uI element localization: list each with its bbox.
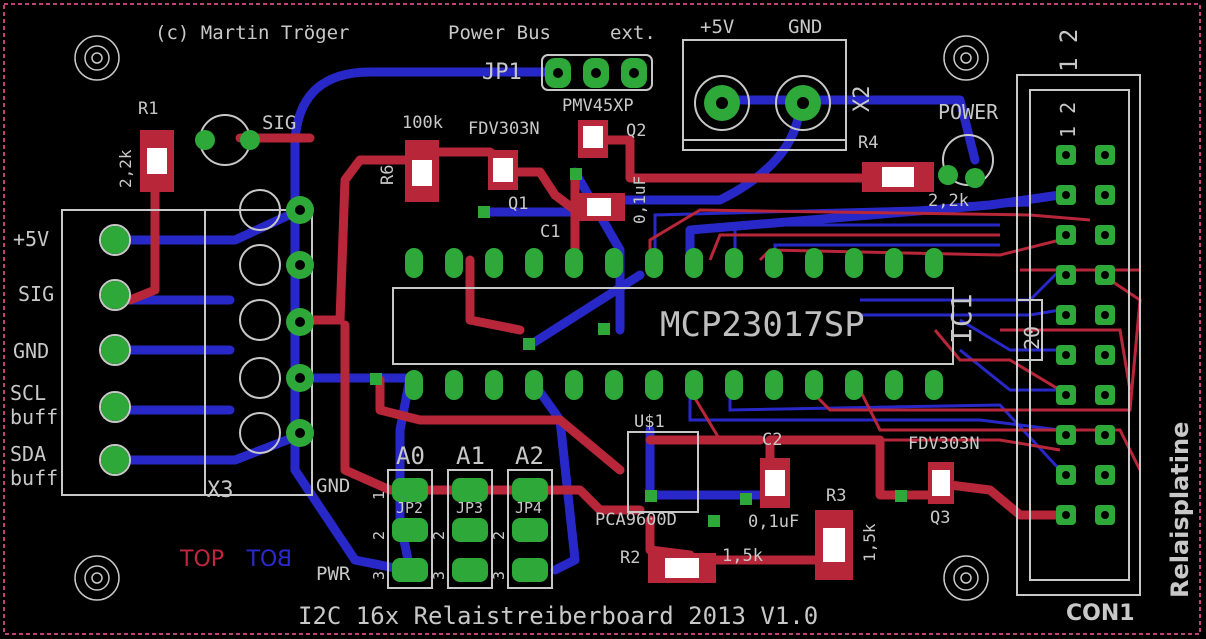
layer-top-label: TOP [180,547,225,572]
u1-label: U$1 [634,412,665,432]
power-bus-label: Power Bus [448,22,551,44]
jp-row-2: 2 [370,530,388,540]
pad-holes [295,68,1109,519]
mounting-hole-icon [943,555,989,601]
sig-led-label: SIG [262,112,297,134]
x3-label-scl-buff: buff [10,405,59,429]
x3-label-sda-buff: buff [10,466,59,490]
mounting-hole-icon [74,555,120,601]
r4-label: R4 [858,133,879,153]
mounting-holes [74,35,989,601]
jp1-label: JP1 [482,60,522,85]
mounting-hole-icon [74,35,120,81]
jp-row-3: 3 [370,570,388,580]
r3-value: 1,5k [860,523,879,562]
jp4-row-3: 3 [490,570,508,580]
jumper-a2-label: A2 [515,442,544,470]
x3-label-scl: SCL [10,381,47,405]
r1-value: 2,2k [116,149,135,188]
r1-label: R1 [138,99,159,119]
smd-parts [140,120,954,583]
r6-label: R6 [378,164,398,185]
board-outline [3,3,1201,635]
layer-bot-label: BOT [246,547,292,572]
x2-label: X2 [850,85,875,113]
jp3-label: JP3 [456,499,484,517]
jp2-label: JP2 [396,499,424,517]
jumper-a1-label: A1 [456,442,485,470]
jp4-label: JP4 [515,499,543,517]
c1-value: 0,1uF [630,175,649,224]
gnd-left-label: GND [316,475,351,497]
q3-label: Q3 [930,508,951,528]
gnd-top-label: GND [788,16,823,38]
ext-label: ext. [610,22,656,44]
q1-label: Q1 [508,194,529,214]
q2-label: Q2 [626,121,647,141]
copyright-label: (c) Martin Tröger [155,22,350,44]
jumper-a0-label: A0 [396,442,425,470]
jp3-row-2: 2 [430,530,448,540]
x3-label: X3 [207,478,234,503]
silkscreen [61,39,1141,596]
r2-value: 1,5k [722,546,763,566]
relaisplatine-label: Relaisplatine [1166,421,1194,598]
mounting-hole-icon [943,35,989,81]
x3-label-5v: +5V [13,227,50,251]
r3-label: R3 [826,486,847,506]
ic-ref-label: IC1 [945,293,978,344]
con1-pin-inner: 1 2 [1056,101,1080,138]
r6-value: 100k [402,113,443,133]
ic-name-label: MCP23017SP [660,305,865,345]
x3-label-sda: SDA [10,442,47,466]
con-20-label: 20 [1020,325,1044,350]
fdv-q1-label: FDV303N [468,119,540,139]
con1-label: CON1 [1066,601,1135,626]
pwr-label: PWR [316,563,351,585]
con1-pin-header: 1 2 [1055,28,1083,72]
c2-label: C2 [762,430,783,450]
power-label: POWER [938,100,999,124]
c1-label: C1 [540,222,561,242]
fdv-q3-label: FDV303N [908,434,980,454]
pmv45xp-label: PMV45XP [562,96,634,116]
r4-value: 2,2k [928,191,969,211]
x3-screws [99,189,281,476]
c2-value: 0,1uF [748,512,800,532]
pca-label: PCA9600D [595,510,677,530]
jp-row-1: 1 [370,490,388,500]
jp3-row-3: 3 [430,570,448,580]
x3-label-gnd: GND [13,339,50,363]
board-title: I2C 16x Relaistreiberboard 2013 V1.0 [298,602,819,630]
r2-label: R2 [620,548,641,568]
x2-screws [694,75,831,131]
plus5v-top-label: +5V [700,16,735,38]
jp4-row-2: 2 [490,530,508,540]
x3-label-sig: SIG [18,282,55,306]
